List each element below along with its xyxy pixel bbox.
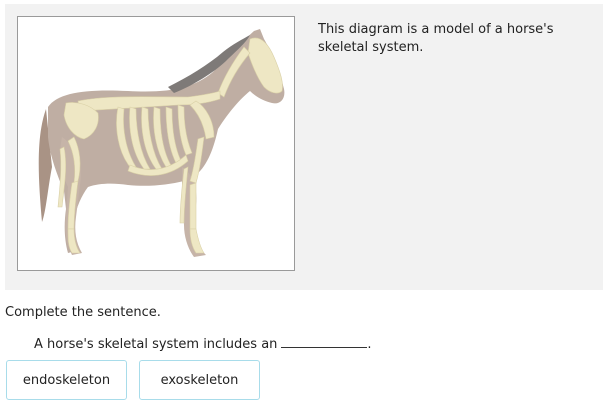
fill-in-sentence: A horse's skeletal system includes an. [34, 335, 372, 353]
choice-exoskeleton-button[interactable]: exoskeleton [139, 360, 260, 400]
choice-endoskeleton-button[interactable]: endoskeleton [6, 360, 127, 400]
horse-skeleton-image [17, 16, 295, 271]
diagram-description: This diagram is a model of a horse's ske… [318, 22, 554, 55]
sentence-end: . [367, 337, 372, 352]
question-panel: This diagram is a model of a horse's ske… [5, 4, 603, 290]
sentence-text: A horse's skeletal system includes an [34, 337, 278, 352]
question-prompt: Complete the sentence. [5, 305, 161, 320]
answer-blank [281, 335, 368, 348]
skeleton-bones [57, 37, 283, 254]
horse-skeleton-illustration [38, 29, 285, 257]
